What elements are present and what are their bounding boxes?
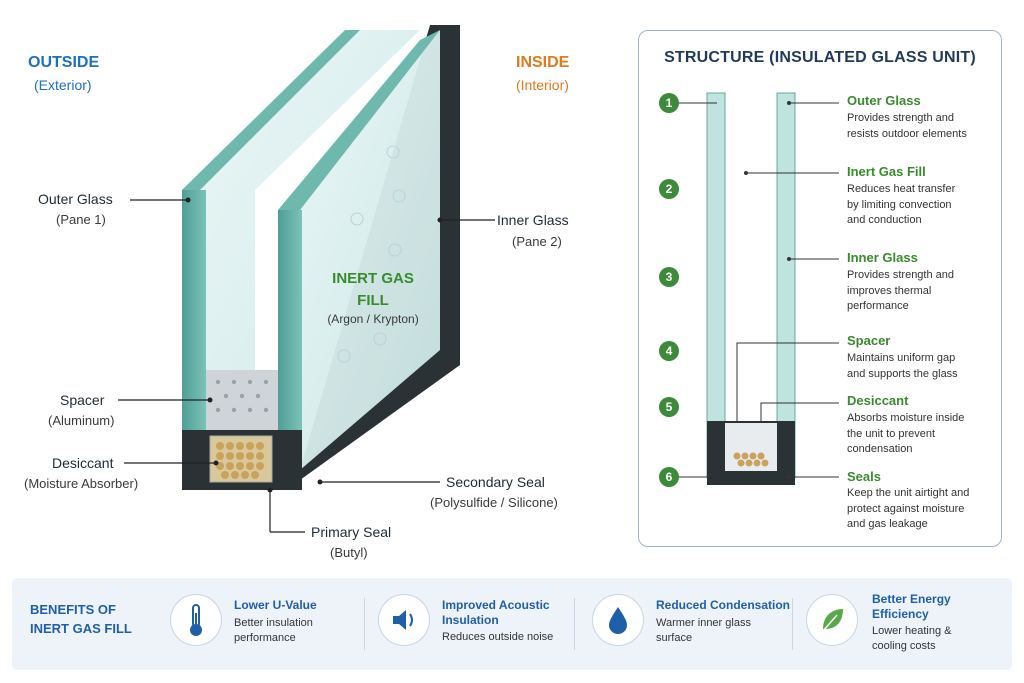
inner-pane-face <box>278 30 440 470</box>
step-2-desc: Reduces heat transfer by limiting convec… <box>847 183 956 226</box>
gas-fill-sub: (Argon / Krypton) <box>327 312 419 326</box>
label-outer-glass: Outer Glass <box>38 191 113 207</box>
leaf-icon <box>806 594 858 646</box>
label-inner-glass-sub: (Pane 2) <box>512 234 562 249</box>
step-1-head: Outer Glass <box>847 93 921 108</box>
structure-panel: STRUCTURE (INSULATED GLASS UNIT) 1 2 3 4… <box>638 30 1002 547</box>
label-primary-seal: Primary Seal <box>311 524 392 540</box>
outer-pane-top-edge <box>182 30 360 190</box>
cross-desiccant-beads <box>733 452 769 467</box>
step-5-desc: Absorbs moisture inside the unit to prev… <box>847 412 965 455</box>
step-6-desc: Keep the unit airtight and protect again… <box>847 487 970 530</box>
step-3-badge: 3 <box>659 267 679 287</box>
gas-bubbles <box>337 145 406 363</box>
igu-cross-section <box>679 92 839 485</box>
cross-inner-pane <box>776 92 796 479</box>
inside-sub: (Interior) <box>516 77 569 93</box>
step-4-badge: 4 <box>659 341 679 361</box>
spacer-perforations <box>215 379 269 413</box>
step-2-head: Inert Gas Fill <box>847 164 926 179</box>
step-6-head: Seals <box>847 469 881 484</box>
outside-title: OUTSIDE <box>28 54 100 71</box>
step-4-desc: Maintains uniform gap and supports the g… <box>847 352 958 380</box>
label-spacer: Spacer <box>60 392 105 408</box>
label-secondary-seal: Secondary Seal <box>446 474 545 490</box>
leader-lines <box>118 199 495 533</box>
outside-sub: (Exterior) <box>34 77 92 93</box>
inside-title: INSIDE <box>516 54 570 71</box>
label-outer-glass-sub: (Pane 1) <box>56 212 106 227</box>
benefit-4-desc: Lower heating & cooling costs <box>872 625 952 652</box>
benefit-1-head: Lower U-Value <box>234 598 317 612</box>
label-secondary-seal-sub: (Polysulfide / Silicone) <box>430 495 558 510</box>
gas-fill-title-1: INERT GAS <box>332 270 414 287</box>
thermometer-icon <box>170 594 222 646</box>
benefit-1-desc: Better insulation performance <box>234 617 313 644</box>
label-spacer-sub: (Aluminum) <box>48 413 115 428</box>
gas-fill-title: INERT GAS FILL <box>318 268 428 312</box>
step-5-head: Desiccant <box>847 393 909 408</box>
benefit-4-head: Better Energy Efficiency <box>872 592 951 621</box>
benefit-separator <box>574 598 575 650</box>
benefit-2-desc: Reduces outside noise <box>442 631 554 643</box>
outer-pane-edge <box>182 190 206 470</box>
step-4-head: Spacer <box>847 333 891 348</box>
gas-fill-title-2: FILL <box>357 292 389 309</box>
inner-pane-top-edge <box>278 30 440 210</box>
benefit-separator <box>792 598 793 650</box>
step-2-badge: 2 <box>659 179 679 199</box>
spacer-strip <box>206 370 278 432</box>
speaker-icon <box>378 594 430 646</box>
step-1-desc: Provides strength and resists outdoor el… <box>847 112 967 140</box>
benefit-3-desc: Warmer inner glass surface <box>656 617 751 644</box>
cross-outer-pane <box>706 92 726 479</box>
label-desiccant: Desiccant <box>52 455 114 471</box>
igu-3d-illustration <box>118 25 495 533</box>
desiccant-beads <box>216 442 264 479</box>
step-1-badge: 1 <box>659 93 679 113</box>
step-6-badge: 6 <box>659 467 679 487</box>
benefit-separator <box>364 598 365 650</box>
water-drop-icon <box>592 594 644 646</box>
step-5-badge: 5 <box>659 397 679 417</box>
benefit-2-head: Improved Acoustic Insulation <box>442 598 550 627</box>
step-3-head: Inner Glass <box>847 250 918 265</box>
label-desiccant-sub: (Moisture Absorber) <box>24 476 139 491</box>
label-inner-glass: Inner Glass <box>497 212 569 228</box>
cross-leader-lines <box>679 102 839 478</box>
step-3-desc: Provides strength and improves thermal p… <box>847 269 955 312</box>
benefits-title: BENEFITS OF INERT GAS FILL <box>30 602 132 636</box>
structure-title: STRUCTURE (INSULATED GLASS UNIT) <box>664 49 976 66</box>
benefit-3-head: Reduced Condensation <box>656 598 791 612</box>
benefits-strip: BENEFITS OF INERT GAS FILL Lower U-Value… <box>12 578 1012 670</box>
label-primary-seal-sub: (Butyl) <box>330 545 368 560</box>
